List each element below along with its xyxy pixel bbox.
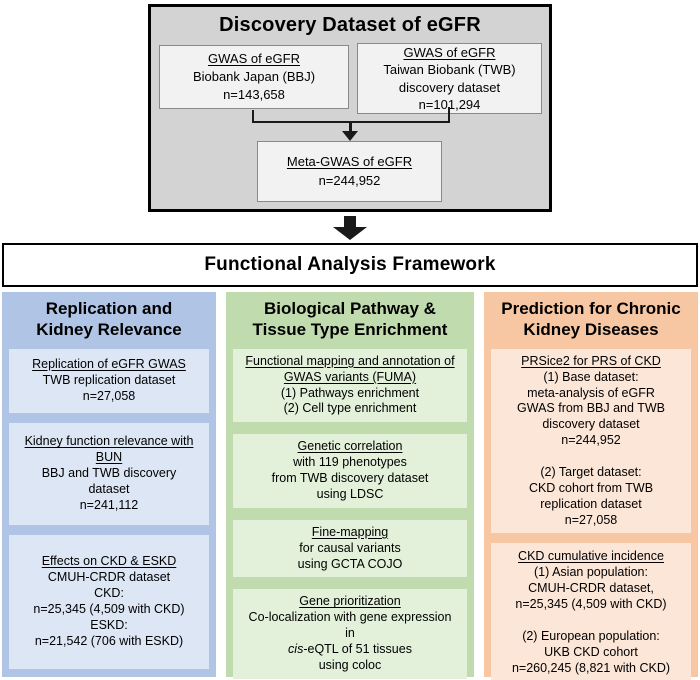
replication-egfr-gwas-box: Replication of eGFR GWAS TWB replication… bbox=[9, 348, 209, 413]
box-line: discovery dataset bbox=[398, 79, 501, 95]
box-line: n=25,345 (4,509 with CKD) bbox=[33, 601, 185, 616]
box-line: CMUH-CRDR dataset, bbox=[528, 581, 654, 596]
box-line: n=241,112 bbox=[79, 497, 139, 512]
column-ckd-prediction: Prediction for Chronic Kidney Diseases P… bbox=[484, 292, 698, 680]
prsice2-box: PRSice2 for PRS of CKD (1) Base dataset:… bbox=[491, 348, 691, 534]
box-line: (1) Base dataset: bbox=[543, 369, 639, 384]
column-title: Prediction for Chronic Kidney Diseases bbox=[501, 299, 681, 339]
box-line: n=21,542 (706 with ESKD) bbox=[34, 633, 184, 648]
connector-arrow-stem bbox=[349, 121, 352, 132]
box-line: CKD cohort from TWB bbox=[528, 480, 654, 495]
box-line: n=244,952 bbox=[318, 172, 381, 188]
fine-mapping-box: Fine-mapping for causal variants using G… bbox=[233, 519, 467, 578]
box-line: Biobank Japan (BBJ) bbox=[192, 68, 316, 84]
box-line: n=143,658 bbox=[223, 87, 285, 103]
fuma-box: Functional mapping and annotation of GWA… bbox=[233, 348, 467, 423]
box-heading: Replication of eGFR GWAS bbox=[32, 357, 186, 371]
ckd-incidence-box: CKD cumulative incidence (1) Asian popul… bbox=[491, 543, 691, 680]
box-heading: Gene prioritization bbox=[299, 594, 401, 609]
box-line: GWAS from BBJ and TWB bbox=[517, 401, 665, 416]
discovery-section: Discovery Dataset of eGFR GWAS of eGFR B… bbox=[148, 4, 552, 212]
gwas-bbj-box: GWAS of eGFR Biobank Japan (BBJ) n=143,6… bbox=[159, 45, 349, 109]
box-heading: Meta-GWAS of eGFR bbox=[286, 154, 413, 170]
box-line: (2) European population: bbox=[522, 628, 660, 643]
box-line: n=244,952 bbox=[561, 433, 621, 448]
box-heading: Kidney function relevance with BUN bbox=[24, 434, 194, 464]
discovery-title: Discovery Dataset of eGFR bbox=[219, 14, 481, 36]
column-pathway-enrichment: Biological Pathway & Tissue Type Enrichm… bbox=[226, 292, 474, 679]
box-line: (2) Cell type enrichment bbox=[283, 401, 417, 416]
box-line: n=25,345 (4,509 with CKD) bbox=[515, 597, 667, 612]
effects-ckd-eskd-box: Effects on CKD & ESKD CMUH-CRDR dataset … bbox=[9, 534, 209, 669]
cis-italic-text: cis bbox=[288, 642, 304, 657]
box-line: replication dataset bbox=[540, 496, 642, 511]
box-heading: Fine-mapping bbox=[311, 524, 389, 539]
kidney-function-bun-box: Kidney function relevance with BUN BBJ a… bbox=[9, 422, 209, 525]
box-line: cis-eQTL of 51 tissues bbox=[239, 642, 461, 658]
box-line: n=101,294 bbox=[418, 96, 481, 112]
box-line: n=260,245 (8,821 with CKD) bbox=[511, 660, 671, 675]
gwas-twb-box: GWAS of eGFR Taiwan Biobank (TWB) discov… bbox=[357, 43, 542, 114]
box-heading: CKD cumulative incidence bbox=[518, 549, 664, 564]
box-heading: Genetic correlation bbox=[297, 439, 403, 454]
box-line: using LDSC bbox=[316, 486, 384, 501]
box-heading: GWAS of eGFR bbox=[403, 45, 496, 60]
gene-prioritization-box: Gene prioritization Co-localization with… bbox=[233, 589, 467, 679]
box-line: using coloc bbox=[318, 657, 382, 672]
box-line: (1) Pathways enrichment bbox=[280, 385, 420, 400]
box-line: meta-analysis of eGFR bbox=[527, 385, 655, 400]
column-title: Replication and Kidney Relevance bbox=[36, 299, 182, 339]
box-line: with 119 phenotypes bbox=[293, 455, 407, 470]
box-line: n=27,058 bbox=[564, 512, 618, 527]
box-line: TWB replication dataset bbox=[42, 372, 176, 387]
box-line: ESKD: bbox=[90, 617, 128, 632]
box-line: Taiwan Biobank (TWB) bbox=[383, 62, 516, 78]
box-line: in bbox=[345, 626, 355, 641]
box-line bbox=[497, 449, 685, 465]
column-title: Biological Pathway & Tissue Type Enrichm… bbox=[252, 299, 448, 339]
framework-title: Functional Analysis Framework bbox=[204, 254, 496, 275]
box-line: using GCTA COJO bbox=[297, 556, 403, 571]
box-line: UKB CKD cohort bbox=[544, 644, 638, 659]
meta-gwas-box: Meta-GWAS of eGFR n=244,952 bbox=[257, 141, 442, 202]
connector-line-right bbox=[448, 107, 450, 123]
box-line: (1) Asian population: bbox=[534, 565, 648, 580]
analysis-columns: Replication and Kidney Relevance Replica… bbox=[2, 292, 698, 680]
box-line: n=27,058 bbox=[82, 388, 136, 403]
column-replication: Replication and Kidney Relevance Replica… bbox=[2, 292, 216, 677]
box-heading: GWAS of eGFR bbox=[208, 50, 300, 66]
connector-line-left bbox=[252, 110, 254, 123]
box-line: from TWB discovery dataset bbox=[271, 471, 429, 486]
genetic-correlation-box: Genetic correlation with 119 phenotypes … bbox=[233, 434, 467, 508]
box-line: BBJ and TWB discovery bbox=[41, 465, 177, 480]
framework-banner: Functional Analysis Framework bbox=[2, 243, 698, 287]
box-line-text: -eQTL of 51 tissues bbox=[303, 642, 412, 657]
down-arrow-icon bbox=[333, 216, 367, 240]
box-heading: PRSice2 for PRS of CKD bbox=[521, 353, 661, 368]
box-line bbox=[497, 613, 685, 629]
box-line: for causal variants bbox=[299, 540, 401, 555]
box-line: dataset bbox=[88, 481, 130, 496]
box-line: (2) Target dataset: bbox=[540, 464, 642, 479]
box-line: CKD: bbox=[94, 585, 124, 600]
box-heading: Functional mapping and annotation of GWA… bbox=[245, 353, 455, 384]
box-line: discovery dataset bbox=[542, 417, 640, 432]
connector-arrowhead-icon bbox=[342, 131, 358, 141]
box-line: Co-localization with gene expression bbox=[248, 610, 452, 625]
box-heading: Effects on CKD & ESKD bbox=[41, 554, 177, 569]
box-line: CMUH-CRDR dataset bbox=[47, 570, 171, 585]
